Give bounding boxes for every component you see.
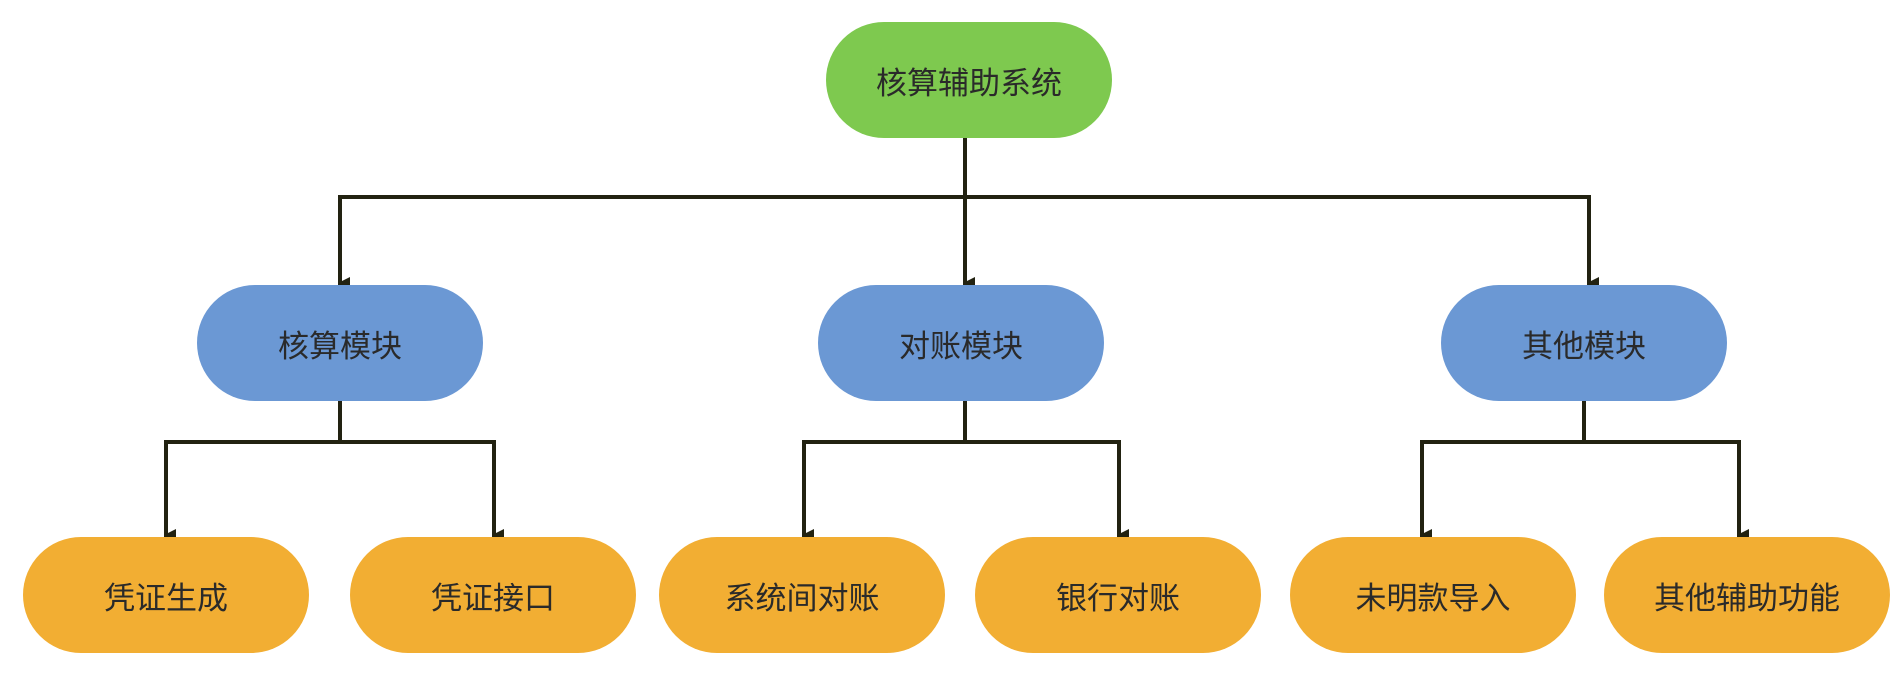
leaf-node-label: 凭证生成 [104,580,228,617]
leaf-node-label: 银行对账 [1056,580,1180,617]
leaf-node-voucher-interface: 凭证接口 [350,537,636,653]
leaf-node-unidentified-payment-import: 未明款导入 [1290,537,1576,653]
module-node-label: 其他模块 [1522,328,1646,365]
leaf-node-label: 凭证接口 [431,580,555,617]
module-node-other: 其他模块 [1441,285,1727,401]
module-node-accounting: 核算模块 [197,285,483,401]
leaf-node-label: 系统间对账 [724,580,880,617]
leaf-node-voucher-generation: 凭证生成 [23,537,309,653]
leaf-node-label: 其他辅助功能 [1654,580,1840,617]
module-node-label: 核算模块 [278,328,402,365]
leaf-node-label: 未明款导入 [1355,580,1511,617]
leaf-node-intersystem-reconciliation: 系统间对账 [659,537,945,653]
root-node: 核算辅助系统 [826,22,1112,138]
leaf-node-bank-reconciliation: 银行对账 [975,537,1261,653]
module-node-reconciliation: 对账模块 [818,285,1104,401]
root-node-label: 核算辅助系统 [876,65,1062,102]
leaf-node-other-auxiliary-functions: 其他辅助功能 [1604,537,1890,653]
module-node-label: 对账模块 [899,328,1023,365]
